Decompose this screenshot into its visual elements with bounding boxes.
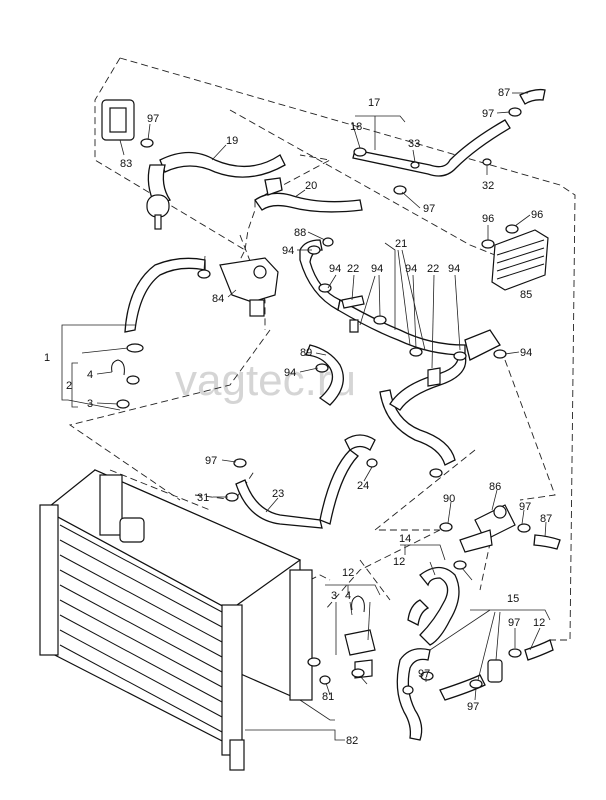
callout-79: 81 (322, 691, 334, 703)
callout-95-e: 97 (418, 668, 430, 680)
callout-12: 12 (393, 556, 405, 568)
callout-90-f: 94 (520, 347, 532, 359)
callout-90-e: 94 (448, 263, 460, 275)
callout-33: 31 (197, 492, 209, 504)
callout-95-d: 97 (508, 617, 520, 629)
callout-15: 15 (507, 593, 519, 605)
hoses (124, 88, 561, 741)
callout-87: 89 (300, 347, 312, 359)
callout-95-b: 97 (423, 203, 435, 215)
callout-3: 3 (87, 398, 93, 410)
callout-labels: 97 83 19 20 84 1 4 2 3 17 18 33 32 97 87… (44, 87, 552, 747)
callout-22: 20 (305, 180, 317, 192)
callout-24-b: 22 (427, 263, 439, 275)
callout-4: 4 (87, 369, 93, 381)
callout-4-b: 4 (345, 590, 351, 602)
callout-21: 19 (226, 135, 238, 147)
callout-14: 14 (399, 533, 411, 545)
callout-96-b: 97 (205, 455, 217, 467)
callout-85: 87 (498, 87, 510, 99)
callout-20: 33 (408, 138, 420, 150)
callout-90: 94 (282, 245, 294, 257)
callout-89: 90 (443, 493, 455, 505)
callout-90-b: 94 (329, 263, 341, 275)
callout-86: 88 (294, 227, 306, 239)
callout-95-c: 97 (519, 501, 531, 513)
callout-95-f: 97 (467, 701, 479, 713)
callout-2: 2 (66, 380, 72, 392)
callout-90-c: 94 (371, 263, 383, 275)
callout-90-d: 94 (405, 263, 417, 275)
callout-12-c: 12 (533, 617, 545, 629)
radiator (39, 469, 313, 771)
leader-lines (61, 92, 551, 741)
callout-88: 87 (540, 513, 552, 525)
callout-96: 97 (482, 108, 494, 120)
components (101, 99, 549, 683)
callout-18: 18 (350, 121, 362, 133)
callout-95: 97 (147, 113, 159, 125)
callout-90-g: 94 (284, 367, 296, 379)
callout-32: 24 (357, 480, 369, 492)
callout-24: 22 (347, 263, 359, 275)
callout-84: 86 (489, 481, 501, 493)
callout-83: 85 (520, 289, 532, 301)
callout-82: 84 (212, 293, 224, 305)
callout-81: 83 (120, 158, 132, 170)
callout-31: 23 (272, 488, 284, 500)
callout-94: 96 (482, 213, 494, 225)
callout-19: 32 (482, 180, 494, 192)
callout-80: 82 (346, 735, 358, 747)
callout-94-b: 96 (531, 209, 543, 221)
callout-17: 17 (368, 97, 380, 109)
callout-12-b: 12 (342, 567, 354, 579)
callout-3-b: 3 (331, 590, 337, 602)
callout-1: 1 (44, 352, 50, 364)
callout-23: 21 (395, 238, 407, 250)
